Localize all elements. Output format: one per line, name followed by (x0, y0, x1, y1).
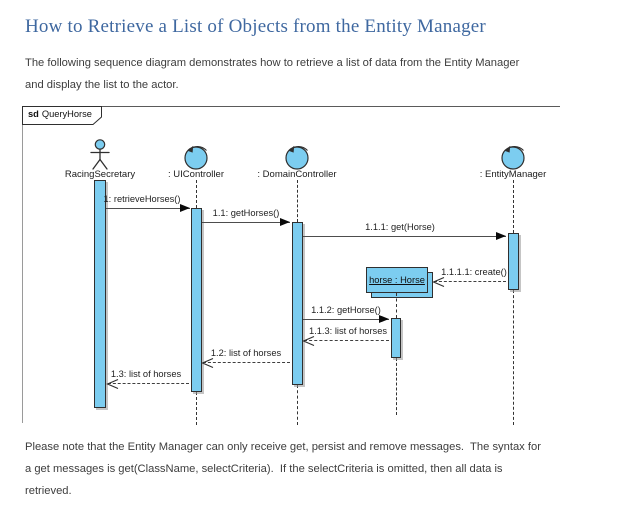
object-box-horse-object: horse : Horse (366, 267, 428, 293)
message-line-1.1.1 (303, 236, 506, 237)
lifeline-dash-domain-controller (297, 180, 298, 222)
message-line-1.1.2 (303, 319, 389, 320)
footer-paragraph: Please note that the Entity Manager can … (25, 436, 615, 502)
message-line-1.2 (203, 362, 290, 363)
lifeline-label-domain-controller: : DomainController (257, 169, 337, 180)
message-label-1: 1: retrieveHorses() (103, 194, 181, 204)
activation-bar-horse-object (391, 318, 401, 358)
lifeline-dash-ui-controller (196, 180, 197, 208)
lifeline-dash-entity-manager (513, 290, 514, 425)
sync-arrowhead-icon (280, 218, 290, 226)
return-arrowhead-icon (302, 335, 315, 347)
activation-bar-ui-controller (190, 208, 202, 392)
message-line-1.3 (108, 383, 189, 384)
activation-bar-entity-manager (507, 233, 519, 290)
intro-paragraph: The following sequence diagram demonstra… (25, 52, 610, 96)
intro-line: The following sequence diagram demonstra… (25, 57, 520, 69)
sync-arrowhead-icon (496, 232, 506, 240)
return-arrowhead-icon (106, 378, 119, 390)
lifeline-label-ui-controller: : UIController (168, 169, 224, 180)
sync-arrowhead-icon (379, 315, 389, 323)
control-icon (285, 145, 309, 170)
sync-arrowhead-icon (180, 204, 190, 212)
footer-line: a get messages is get(ClassName, selectC… (25, 463, 503, 475)
control-icon (501, 145, 525, 170)
lifeline-dash-entity-manager (513, 180, 514, 233)
object-name: horse : Horse (369, 275, 425, 285)
lifeline-label-racing-secretary: RacingSecretary (64, 169, 136, 180)
lifeline-dash-ui-controller (196, 392, 197, 425)
message-label-1.1.1: 1.1.1: get(Horse) (365, 222, 435, 232)
lifeline-dash-domain-controller (297, 385, 298, 425)
message-line-1.1.1.1 (434, 281, 506, 282)
activation-bar-domain-controller (291, 222, 303, 385)
frame-keyword: sd (28, 109, 39, 119)
message-label-1.1.1.1: 1.1.1.1: create() (441, 267, 507, 277)
lifeline-dash-horse-object (396, 358, 397, 415)
return-arrowhead-icon (432, 276, 445, 288)
lifeline-dash-horse-object (396, 293, 397, 318)
frame-top-border (22, 106, 560, 107)
return-arrowhead-icon (201, 357, 214, 369)
message-label-1.3: 1.3: list of horses (110, 369, 182, 379)
message-line-1.1 (202, 222, 290, 223)
lifeline-label-entity-manager: : EntityManager (479, 169, 547, 180)
message-label-1.2: 1.2: list of horses (210, 348, 282, 358)
message-line-1.1.3 (304, 340, 389, 341)
activation-bar-racing-secretary (94, 180, 106, 408)
frame-tab-pentagon (22, 106, 102, 125)
actor-icon (90, 139, 110, 170)
message-label-1.1.3: 1.1.3: list of horses (308, 326, 388, 336)
message-label-1.1.2: 1.1.2: getHorse() (311, 305, 381, 315)
intro-line: and display the list to the actor. (25, 79, 179, 91)
message-line-1 (106, 208, 190, 209)
footer-line: Please note that the Entity Manager can … (25, 441, 541, 453)
message-label-1.1: 1.1: getHorses() (212, 208, 280, 218)
footer-line: retrieved. (25, 485, 72, 497)
page-title: How to Retrieve a List of Objects from t… (25, 15, 486, 37)
frame-name: QueryHorse (41, 109, 92, 119)
frame-left-border (22, 106, 23, 423)
control-icon (184, 145, 208, 170)
